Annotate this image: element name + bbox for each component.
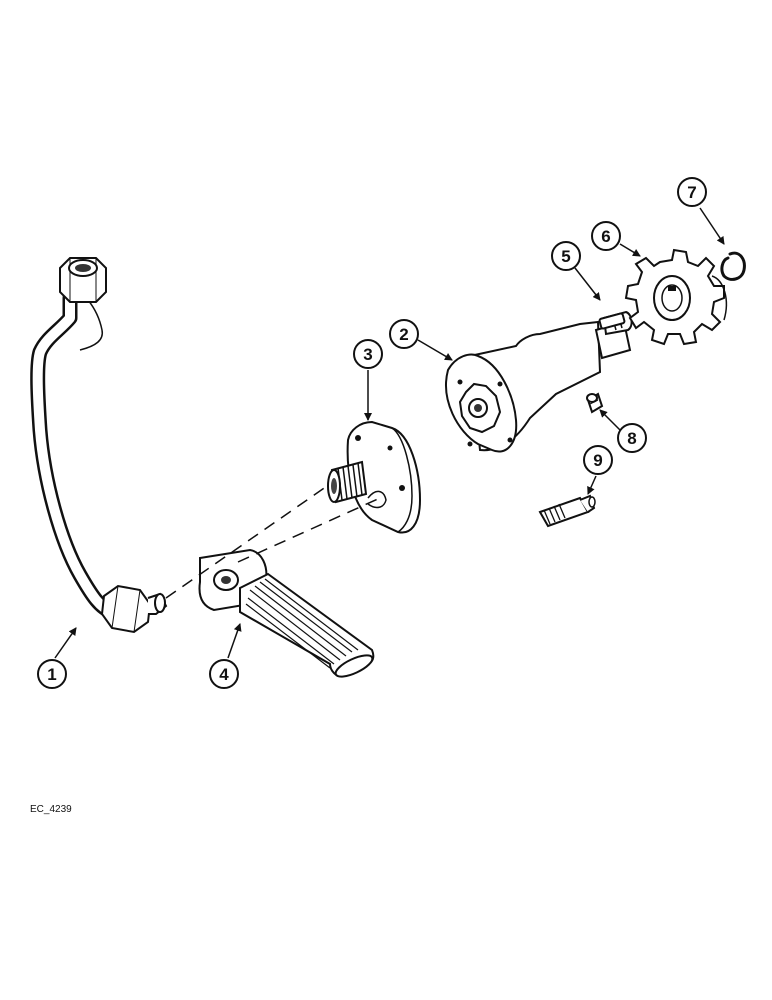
callout-label-6: 6 (601, 227, 610, 246)
callout-label-9: 9 (593, 451, 602, 470)
part-3-flange-adaptor (327, 420, 422, 534)
callout-3: 3 (353, 339, 383, 369)
callout-4: 4 (209, 659, 239, 689)
callout-5: 5 (551, 241, 581, 271)
callout-2: 2 (389, 319, 419, 349)
callout-label-2: 2 (399, 325, 408, 344)
callout-label-4: 4 (219, 665, 229, 684)
callout-label-5: 5 (561, 247, 570, 266)
callout-label-3: 3 (363, 345, 372, 364)
leader-6 (619, 243, 641, 257)
callout-leaders (54, 207, 725, 659)
part-7-circlip (720, 251, 746, 281)
callout-6: 6 (591, 221, 621, 251)
part-6-gear (624, 248, 728, 346)
leader-7 (699, 207, 725, 245)
callout-8: 8 (617, 423, 647, 453)
part-2-pump-body (445, 310, 633, 453)
leader-5 (574, 267, 601, 301)
callout-7: 7 (677, 177, 707, 207)
callout-9: 9 (583, 445, 613, 475)
assembly-lines (165, 483, 381, 599)
callout-label-7: 7 (687, 183, 696, 202)
leader-1 (54, 627, 77, 659)
reference-code: EC_4239 (30, 804, 72, 815)
callout-1: 1 (37, 659, 67, 689)
pipe-top-nut (59, 257, 107, 303)
part-9-screen-insert (538, 494, 596, 528)
callout-label-8: 8 (627, 429, 636, 448)
leader-4 (227, 623, 242, 659)
pipe-bottom-nut (100, 584, 168, 634)
part-4-strainer (198, 548, 375, 678)
leader-9 (587, 475, 597, 495)
callout-label-1: 1 (47, 665, 56, 684)
leader-8 (599, 409, 621, 431)
part-8-plug (586, 392, 604, 414)
leader-2 (417, 339, 453, 361)
part-5-key (598, 312, 626, 330)
part-1-oil-pipe (30, 257, 168, 634)
